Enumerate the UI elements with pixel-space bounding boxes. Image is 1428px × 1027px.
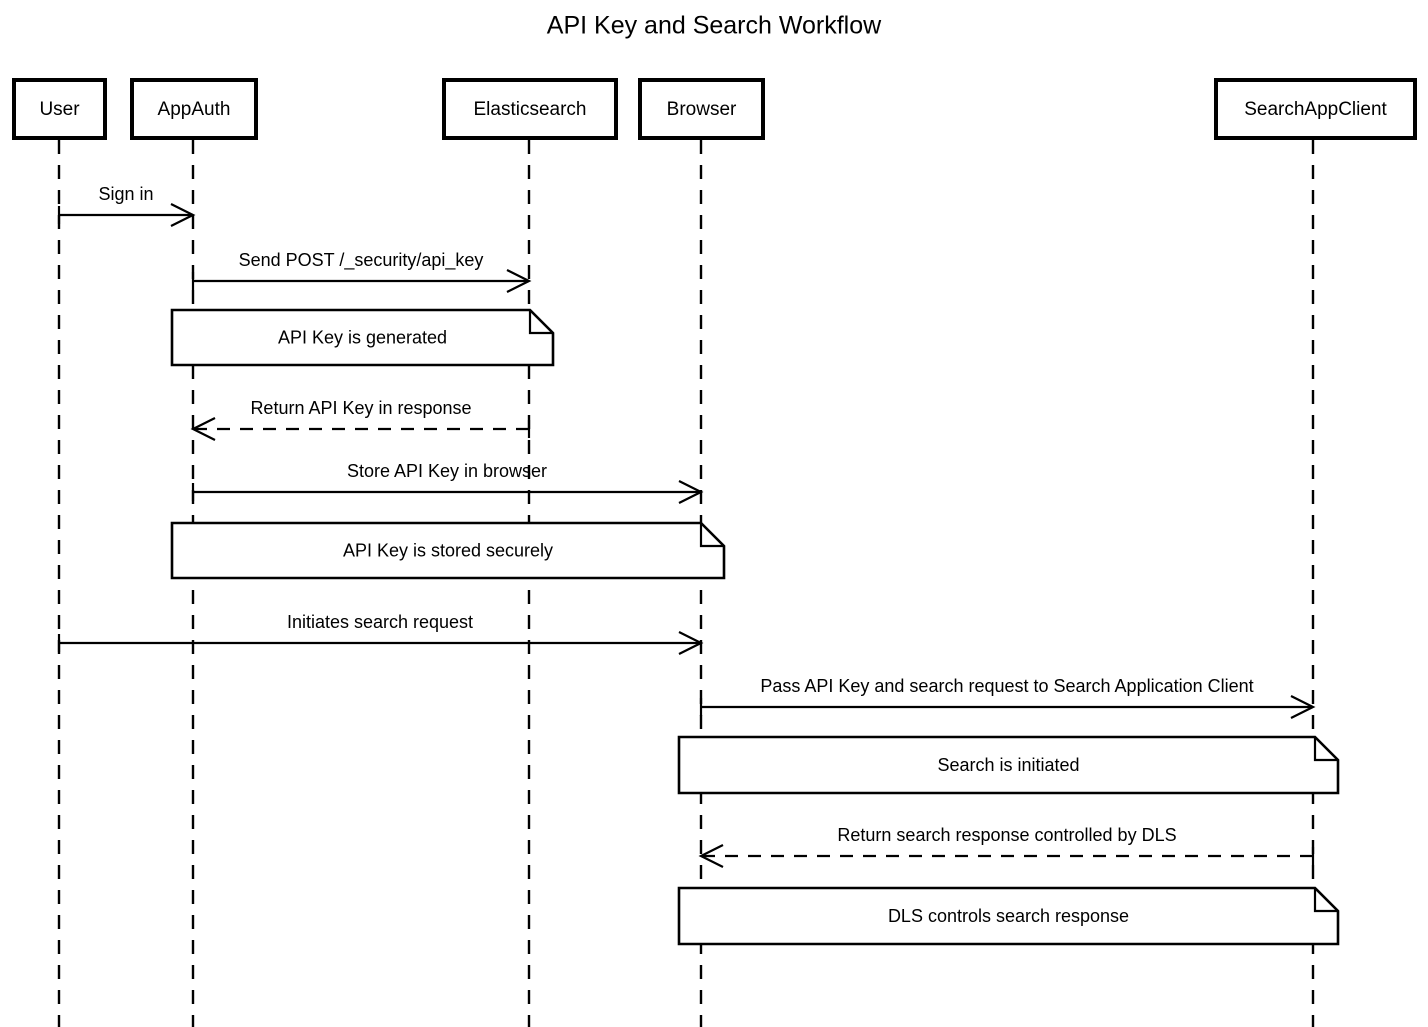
message-arrowhead-m5 (678, 631, 704, 655)
participant-user[interactable]: User (12, 78, 107, 140)
message-m1: Sign in (57, 184, 196, 227)
message-label-m3: Return API Key in response (250, 398, 471, 418)
message-m3: Return API Key in response (190, 398, 531, 441)
participant-label-elasticsearch: Elasticsearch (474, 99, 587, 120)
participant-elasticsearch[interactable]: Elasticsearch (442, 78, 618, 140)
message-m5: Initiates search request (57, 612, 704, 655)
participant-box-user (12, 78, 107, 140)
message-arrowhead-m4 (678, 480, 704, 504)
message-label-m2: Send POST /_security/api_key (239, 250, 484, 271)
note-label-n3: Search is initiated (937, 755, 1079, 775)
message-arrowhead-m1 (170, 203, 196, 227)
participant-label-appauth: AppAuth (158, 99, 231, 120)
message-arrowhead-m6 (1290, 695, 1316, 719)
participant-searchappclient[interactable]: SearchAppClient (1214, 78, 1417, 140)
participant-label-browser: Browser (667, 99, 737, 120)
note-fold-corner-icon (699, 523, 724, 548)
messages-layer: Sign in Send POST /_security/api_keyRetur… (57, 184, 1316, 868)
note-label-n1: API Key is generated (278, 327, 447, 347)
note-fold-corner-icon (1313, 737, 1338, 762)
participant-label-user: User (39, 99, 80, 120)
note-body-n4 (677, 886, 1340, 946)
message-arrowhead-m2 (506, 269, 532, 293)
page-title: API Key and Search Workflow (547, 12, 882, 40)
message-m6: Pass API Key and search request to Searc… (699, 676, 1316, 719)
note-fold-corner-icon (1313, 888, 1338, 913)
note-n3: Search is initiated (677, 735, 1340, 795)
note-body-n2 (170, 521, 726, 580)
note-n2: API Key is stored securely (170, 521, 726, 580)
note-body-n3 (677, 735, 1340, 795)
message-label-m5: Initiates search request (287, 612, 473, 632)
participant-box-searchappclient (1214, 78, 1417, 140)
participant-box-appauth (130, 78, 258, 140)
message-m7: Return search response controlled by DLS (698, 825, 1315, 868)
message-label-m7: Return search response controlled by DLS (837, 825, 1176, 845)
participant-box-elasticsearch (442, 78, 618, 140)
note-n4: DLS controls search response (677, 886, 1340, 946)
note-fold-corner-icon (528, 310, 553, 335)
note-body-n1 (170, 308, 555, 367)
participant-appauth[interactable]: AppAuth (130, 78, 258, 140)
message-label-m6: Pass API Key and search request to Searc… (760, 676, 1253, 696)
message-label-m4: Store API Key in browser (347, 461, 547, 481)
note-n1: API Key is generated (170, 308, 555, 367)
participant-box-browser (638, 78, 765, 140)
note-label-n4: DLS controls search response (888, 906, 1129, 926)
participant-label-searchappclient: SearchAppClient (1244, 99, 1387, 120)
message-m2: Send POST /_security/api_key (191, 250, 532, 293)
note-label-n2: API Key is stored securely (343, 540, 553, 560)
message-m4: Store API Key in browser (191, 461, 704, 504)
message-arrowhead-m3 (190, 417, 216, 441)
participant-browser[interactable]: Browser (638, 78, 765, 140)
participants-layer: User AppAuth Elasticsearch Browser SearchApp… (12, 78, 1417, 140)
message-arrowhead-m7 (698, 844, 724, 868)
message-label-m1: Sign in (98, 184, 153, 204)
